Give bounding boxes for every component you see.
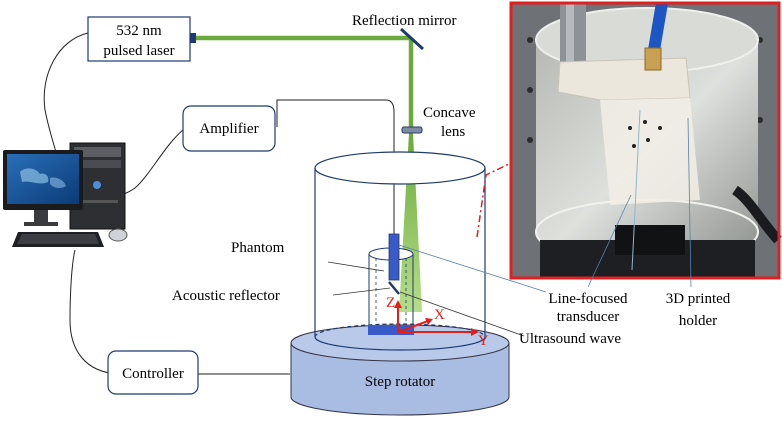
ultrasound-leader (399, 291, 525, 337)
computer (3, 142, 128, 247)
laser-label-line1: 532 nm (116, 23, 162, 39)
holder-label-line2: holder (679, 313, 717, 329)
cable-transducer (276, 99, 395, 238)
reflector-label: Acoustic reflector (172, 288, 280, 304)
photo-holder-leader (687, 117, 692, 288)
transducer-label-line1: Line-focused (548, 291, 628, 307)
reflector-leader (332, 287, 391, 296)
controller-box: Controller (107, 350, 199, 395)
controller-label: Controller (122, 366, 184, 382)
axis-z-label: Z (386, 295, 395, 311)
ultrasound-label: Ultrasound wave (519, 331, 621, 347)
reflection-mirror (399, 27, 425, 51)
cable-controller (69, 249, 119, 375)
photo-connector (476, 162, 512, 238)
transducer-leader (398, 244, 547, 293)
axis-y-label: Y (478, 333, 489, 349)
transducer (388, 233, 400, 281)
laser-box: 532 nm pulsed laser (87, 16, 196, 62)
amplifier-label: Amplifier (199, 121, 258, 137)
lens-label-line2: lens (441, 124, 465, 140)
laser-aperture (190, 33, 196, 43)
phantom-base (368, 325, 414, 335)
laser-label-line2: pulsed laser (103, 43, 174, 59)
photo-transducer-leader (587, 194, 632, 288)
beam-diverging (399, 133, 422, 312)
holder-label-line1: 3D printed (666, 291, 731, 307)
lens-label-line1: Concave (423, 105, 476, 121)
cable-laser (43, 32, 89, 161)
amplifier-box: Amplifier (182, 105, 276, 152)
photo-inset (509, 1, 782, 280)
rotator-label: Step rotator (365, 374, 435, 390)
mirror-label: Reflection mirror (352, 13, 457, 29)
coordinate-axes: Z X Y (386, 295, 489, 349)
axis-x-label: X (434, 307, 445, 323)
step-rotator: Step rotator (290, 324, 510, 416)
transducer-label-line2: transducer (557, 309, 619, 325)
acoustic-reflector (388, 281, 400, 295)
computer-mouse (108, 228, 128, 242)
cables (43, 32, 395, 375)
phantom-leader (327, 261, 385, 272)
phantom-label: Phantom (231, 240, 285, 256)
concave-lens (401, 126, 423, 134)
laser-beam (196, 35, 422, 312)
